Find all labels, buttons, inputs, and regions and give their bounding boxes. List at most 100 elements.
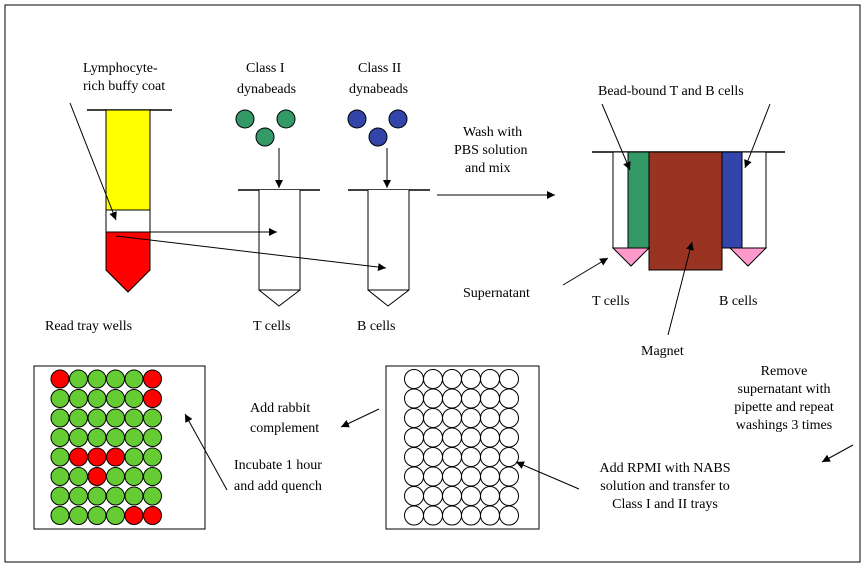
- label-buffy-coat-2: rich buffy coat: [83, 79, 165, 94]
- tray-well-empty: [404, 408, 424, 428]
- tray-well-empty: [461, 388, 481, 409]
- tray-well-empty: [461, 505, 481, 526]
- tray-well-empty: [499, 486, 519, 506]
- label-remove-3: pipette and repeat: [734, 400, 834, 415]
- tray-well-negative: [106, 389, 125, 408]
- tray-well-empty: [423, 388, 443, 409]
- tray-well-empty: [442, 427, 462, 448]
- tray-well-empty: [480, 447, 500, 467]
- tray-well-negative: [69, 408, 88, 428]
- tube-body: [367, 190, 410, 307]
- tray-well-positive: [69, 447, 88, 467]
- arrow-incubate: [184, 413, 228, 491]
- label-add-rabbit-1: Add rabbit: [250, 401, 310, 416]
- label-rpmi-1: Add RPMI with NABS: [599, 461, 730, 476]
- tray-well-negative: [50, 428, 70, 447]
- tray-well-empty: [480, 388, 500, 409]
- arrow-bead-bound-t: [601, 103, 631, 171]
- tray-well-empty: [480, 505, 500, 526]
- tray-well-negative: [50, 486, 70, 506]
- tray-well-negative: [87, 486, 107, 506]
- label-wash-2: PBS solution: [454, 143, 528, 158]
- tray-well-negative: [50, 408, 70, 428]
- tray-well-empty: [499, 408, 519, 428]
- tray-well-empty: [442, 447, 462, 467]
- label-remove-4: washings 3 times: [736, 418, 832, 433]
- label-wash-1: Wash with: [463, 125, 522, 140]
- tray-well-empty: [423, 408, 443, 428]
- label-wash-3: and mix: [465, 161, 511, 176]
- tray-well-negative: [124, 369, 144, 389]
- tray-well-negative: [143, 486, 162, 506]
- arrow-buffy-to-b-tube: [115, 235, 387, 272]
- tray-well-empty: [499, 427, 519, 448]
- tray-well-negative: [124, 467, 144, 486]
- tray-well-empty: [480, 486, 500, 506]
- label-class2-2: dynabeads: [349, 82, 408, 97]
- tray-well-empty: [499, 388, 519, 409]
- label-remove-1: Remove: [761, 364, 808, 379]
- class2-beads: [347, 109, 408, 147]
- arrow-buffy-to-tube: [69, 102, 117, 221]
- tray-well-negative: [87, 408, 107, 428]
- b-tube-tip: [728, 247, 768, 267]
- tray-well-negative: [87, 369, 107, 389]
- arrow-remove: [821, 444, 854, 463]
- magnet-block: [648, 151, 723, 271]
- arrows: [69, 102, 854, 491]
- label-class1-1: Class I: [246, 61, 285, 76]
- t-cells-tube: [238, 189, 320, 307]
- arrow-bead-bound-b: [744, 103, 771, 169]
- tray-well-negative: [143, 447, 162, 467]
- tray-well-empty: [480, 408, 500, 428]
- arrow-magnet: [667, 241, 694, 336]
- label-buffy-coat-1: Lymphocyte-: [83, 61, 158, 76]
- tray-well-empty: [461, 427, 481, 448]
- tray-well-positive: [106, 447, 125, 467]
- tray-well-negative: [50, 506, 70, 525]
- tray-well-empty: [461, 486, 481, 506]
- label-class1-2: dynabeads: [237, 82, 296, 97]
- label-supernatant: Supernatant: [463, 286, 530, 301]
- label-magnet: Magnet: [641, 344, 684, 359]
- tray-well-negative: [69, 428, 88, 447]
- tray-well-empty: [499, 466, 519, 487]
- tray-well-negative: [106, 486, 125, 506]
- tray-well-empty: [423, 447, 443, 467]
- arrow-rpmi: [515, 461, 580, 490]
- label-b-cells-tube: B cells: [357, 319, 396, 334]
- tray-well-empty: [404, 486, 424, 506]
- labels: Lymphocyte- rich buffy coat Class I dyna…: [45, 61, 834, 512]
- arrow-to-rabbit: [340, 408, 380, 428]
- t-tube-tip: [611, 247, 651, 267]
- label-b-cells-magnet: B cells: [719, 294, 758, 309]
- tray-well-empty: [423, 466, 443, 487]
- tray-well-empty: [461, 466, 481, 487]
- tray-well-empty: [480, 466, 500, 487]
- arrow-supernatant: [562, 257, 609, 286]
- t-bead-layer: [627, 151, 650, 249]
- label-class2-1: Class II: [358, 61, 402, 76]
- tray-well-negative: [69, 486, 88, 506]
- tray-well-negative: [143, 428, 162, 447]
- tray-well-negative: [50, 447, 70, 467]
- tray-well-empty: [423, 505, 443, 526]
- bead: [276, 109, 296, 129]
- tray-well-negative: [50, 389, 70, 408]
- bead: [368, 127, 388, 147]
- tray-well-positive: [124, 506, 144, 525]
- tray-well-empty: [423, 486, 443, 506]
- label-rpmi-3: Class I and II trays: [612, 497, 718, 512]
- tray-well-empty: [499, 447, 519, 467]
- tray-well-empty: [461, 369, 481, 389]
- tray-well-negative: [124, 486, 144, 506]
- tray-well-empty: [480, 427, 500, 448]
- tray-well-negative: [69, 389, 88, 408]
- tray-well-negative: [143, 467, 162, 486]
- tray-well-negative: [69, 369, 88, 389]
- tray-well-empty: [499, 505, 519, 526]
- tray-well-negative: [69, 506, 88, 525]
- magnet-setup: [592, 151, 785, 271]
- tray-well-negative: [143, 408, 162, 428]
- tray-well-empty: [442, 388, 462, 409]
